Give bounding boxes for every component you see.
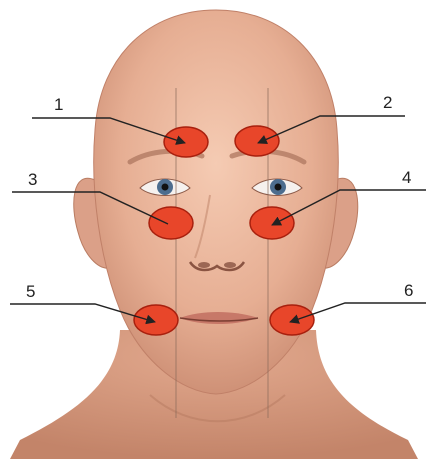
marker-3-label: 3: [28, 170, 37, 189]
marker-5-ellipse: [134, 305, 178, 335]
marker-2-ellipse: [235, 126, 279, 156]
marker-6-label: 6: [404, 281, 413, 300]
marker-6-ellipse: [270, 305, 314, 335]
marker-5-label: 5: [26, 282, 35, 301]
marker-1-label: 1: [54, 95, 63, 114]
marker-4-ellipse: [250, 207, 294, 239]
marker-4-label: 4: [402, 168, 411, 187]
marker-3-ellipse: [149, 207, 193, 239]
marker-1-ellipse: [164, 127, 208, 157]
marker-2-label: 2: [383, 93, 392, 112]
